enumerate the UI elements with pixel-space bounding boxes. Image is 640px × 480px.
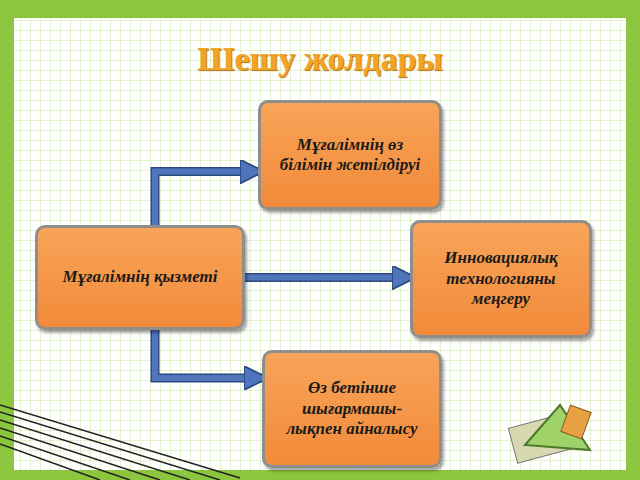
title: Шешу жолдары [0, 40, 640, 78]
elbow-arrow [155, 172, 258, 226]
process-box: Инновациялық технологияны меңгеру [410, 220, 592, 338]
box-text: Мұғалімнің өз білімін жетілдіруі [271, 135, 429, 176]
elbow-arrow [245, 275, 410, 281]
box-text: Инновациялық технологияны меңгеру [423, 248, 579, 309]
arrow-outline [155, 330, 262, 378]
elbow-arrow [155, 330, 262, 378]
arrow-outline [155, 172, 258, 226]
corner-lines [0, 405, 240, 480]
process-box: Мұғалімнің қызметі [35, 225, 245, 330]
arrow-outline [245, 273, 410, 282]
ruler-protractor-icon [508, 405, 591, 463]
process-box: Мұғалімнің өз білімін жетілдіруі [258, 100, 442, 210]
box-text: Өз бетінше шығармашы- лықпен айналысу [275, 378, 429, 439]
process-box: Өз бетінше шығармашы- лықпен айналысу [262, 350, 442, 468]
box-text: Мұғалімнің қызметі [63, 267, 218, 287]
